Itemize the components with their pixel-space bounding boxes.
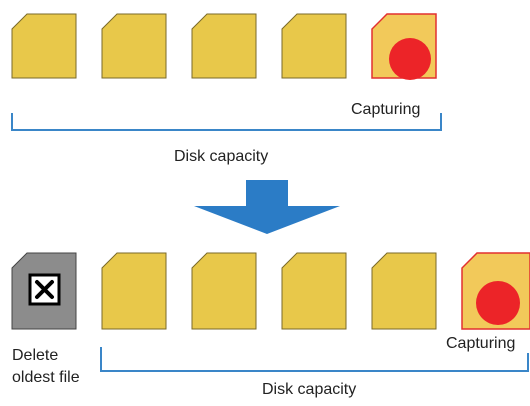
record-dot-icon [476,281,520,325]
disk-capacity-bracket [100,347,529,372]
file-card-icon [11,13,77,79]
capturing-label: Capturing [446,335,516,352]
file-card-icon [191,13,257,79]
deleted-file-card [11,252,77,330]
file-card-icon [371,252,437,330]
bottom-row [11,252,530,372]
record-dot-icon [389,38,431,80]
file-card-icon [281,252,347,330]
delete-label-line2: oldest file [12,369,80,386]
file-card-icon [101,13,167,79]
down-arrow-icon [194,180,340,234]
disk-capacity-bracket [11,113,442,131]
file-card-icon [191,252,257,330]
capturing-label: Capturing [351,101,421,118]
top-row [11,13,442,131]
delete-label-line1: Delete [12,347,59,364]
disk-capacity-label: Disk capacity [174,148,269,165]
disk-capacity-label: Disk capacity [262,381,357,398]
capturing-file-card [371,13,437,80]
x-mark-icon [35,280,54,299]
capturing-file-card [461,252,530,330]
file-card-icon [281,13,347,79]
file-card-icon [101,252,167,330]
